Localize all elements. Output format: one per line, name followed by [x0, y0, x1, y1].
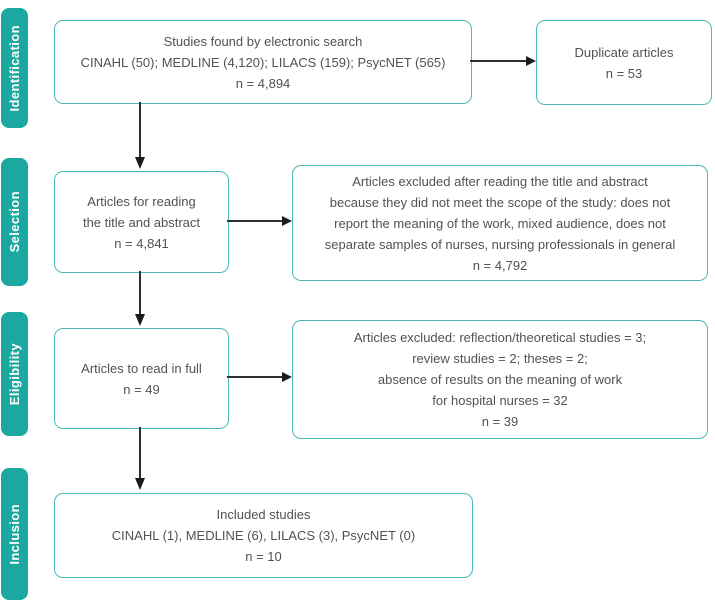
box-text-line: n = 4,894 [235, 75, 291, 91]
box-included-studies: Included studies CINAHL (1), MEDLINE (6)… [54, 493, 473, 578]
box-text-line: CINAHL (1), MEDLINE (6), LILACS (3), Psy… [111, 528, 416, 543]
arrowhead-down-icon [135, 314, 145, 326]
arrow-line-search-to-duplicates [470, 60, 527, 62]
arrow-line-title-abstract-to-excluded [227, 220, 283, 222]
box-read-in-full: Articles to read in full n = 49 [54, 328, 229, 429]
arrow-line-search-to-title-abstract [139, 102, 141, 158]
box-text-line: Articles for reading [87, 193, 196, 209]
stage-label: Inclusion [7, 503, 22, 565]
box-excluded-full-text: Articles excluded: reflection/theoretica… [292, 320, 708, 439]
box-text-line: Included studies [216, 507, 311, 522]
box-excluded-title-abstract: Articles excluded after reading the titl… [292, 165, 708, 281]
box-text-line: Duplicate articles [574, 44, 674, 60]
stage-tab-identification: Identification [1, 8, 28, 128]
box-text-line: Articles excluded after reading the titl… [352, 173, 648, 189]
box-text-line: Articles to read in full [81, 360, 202, 376]
arrowhead-right-icon [526, 56, 536, 66]
box-text-line: review studies = 2; theses = 2; [412, 351, 588, 366]
arrow-line-full-to-excluded [227, 376, 283, 378]
box-text-line: n = 4,841 [114, 235, 169, 251]
box-text-line: n = 39 [481, 414, 519, 429]
box-studies-found: Studies found by electronic search CINAH… [54, 20, 472, 104]
box-text-line: n = 4,792 [472, 257, 528, 273]
stage-tab-eligibility: Eligibility [1, 312, 28, 436]
box-text-line: report the meaning of the work, mixed au… [334, 215, 666, 231]
arrowhead-right-icon [282, 216, 292, 226]
box-text-line: the title and abstract [82, 214, 201, 230]
box-text-line: n = 53 [605, 65, 643, 81]
stage-tab-selection: Selection [1, 158, 28, 286]
arrow-line-full-to-included [139, 427, 141, 479]
arrowhead-right-icon [282, 372, 292, 382]
arrowhead-down-icon [135, 157, 145, 169]
arrowhead-down-icon [135, 478, 145, 490]
box-reading-title-abstract: Articles for reading the title and abstr… [54, 171, 229, 273]
box-text-line: Articles excluded: reflection/theoretica… [353, 330, 647, 345]
box-text-line: because they did not meet the scope of t… [329, 194, 671, 210]
stage-label: Selection [7, 191, 22, 253]
stage-label: Identification [7, 24, 22, 112]
box-text-line: for hospital nurses = 32 [432, 393, 568, 408]
box-text-line: n = 49 [123, 381, 160, 397]
stage-tab-inclusion: Inclusion [1, 468, 28, 600]
box-text-line: CINAHL (50); MEDLINE (4,120); LILACS (15… [80, 54, 446, 70]
box-text-line: n = 10 [245, 549, 282, 564]
stage-label: Eligibility [7, 342, 22, 406]
box-text-line: absence of results on the meaning of wor… [377, 372, 623, 387]
box-text-line: Studies found by electronic search [163, 33, 363, 49]
box-duplicate-articles: Duplicate articles n = 53 [536, 20, 712, 105]
arrow-line-title-abstract-to-full [139, 271, 141, 315]
box-text-line: separate samples of nurses, nursing prof… [324, 236, 676, 252]
